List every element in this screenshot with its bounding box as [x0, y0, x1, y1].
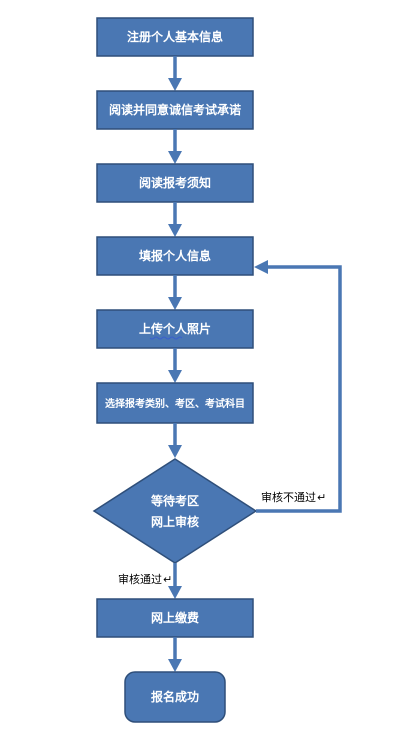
node-success-box — [124, 671, 226, 723]
node-wait-review-diamond — [92, 458, 258, 564]
node-wait-review-label-line1: 等待考区 — [150, 493, 199, 508]
edge-label-fail: 审核不通过 — [261, 490, 316, 504]
arrowhead-5-to-6 — [168, 370, 182, 383]
node-fill-info-label: 填报个人信息 — [139, 248, 211, 263]
node-read-notice-box — [96, 163, 254, 203]
node-read-agree: 阅读并同意诚信考试承诺 — [96, 90, 254, 130]
node-read-agree-label: 阅读并同意诚信考试承诺 — [109, 102, 241, 117]
node-choose-label: 选择报考类别、考区、考试科目 — [105, 397, 245, 410]
node-fill-info: 填报个人信息 — [96, 236, 254, 276]
node-choose-box — [96, 382, 254, 424]
node-read-agree-box — [96, 90, 254, 130]
spellcheck-squiggle — [149, 336, 183, 340]
node-success: 报名成功 — [124, 671, 226, 723]
arrowhead-pay-to-success — [168, 659, 182, 672]
arrowhead-1-to-2 — [168, 78, 182, 91]
arrowhead-pass — [168, 586, 182, 599]
node-pay-box — [96, 598, 254, 638]
node-upload-photo-label: 上传个人照片 — [139, 321, 211, 336]
node-wait-review: 等待考区 网上审核 — [92, 458, 258, 564]
paragraph-mark-pass: ↵ — [163, 573, 172, 586]
node-register-label: 注册个人基本信息 — [127, 29, 223, 44]
paragraph-mark-fail: ↵ — [317, 491, 326, 504]
node-upload-photo-box — [96, 309, 254, 349]
edge-label-pass: 审核通过 — [118, 572, 162, 586]
node-read-notice: 阅读报考须知 — [96, 163, 254, 203]
node-wait-review-label-line2: 网上审核 — [151, 514, 199, 529]
arrowhead-fail-loop — [254, 260, 268, 274]
node-success-label: 报名成功 — [151, 689, 199, 704]
node-upload-photo: 上传个人照片 — [96, 309, 254, 349]
arrowhead-4-to-5 — [168, 297, 182, 310]
arrow-fail-loop — [256, 265, 342, 513]
node-read-notice-label: 阅读报考须知 — [139, 175, 211, 190]
arrowhead-3-to-4 — [168, 224, 182, 237]
node-pay: 网上缴费 — [96, 598, 254, 638]
node-choose: 选择报考类别、考区、考试科目 — [96, 382, 254, 424]
node-pay-label: 网上缴费 — [151, 610, 199, 625]
node-register-box — [96, 17, 254, 57]
node-register: 注册个人基本信息 — [96, 17, 254, 57]
arrowhead-2-to-3 — [168, 151, 182, 164]
arrowhead-6-to-diamond — [168, 445, 182, 458]
